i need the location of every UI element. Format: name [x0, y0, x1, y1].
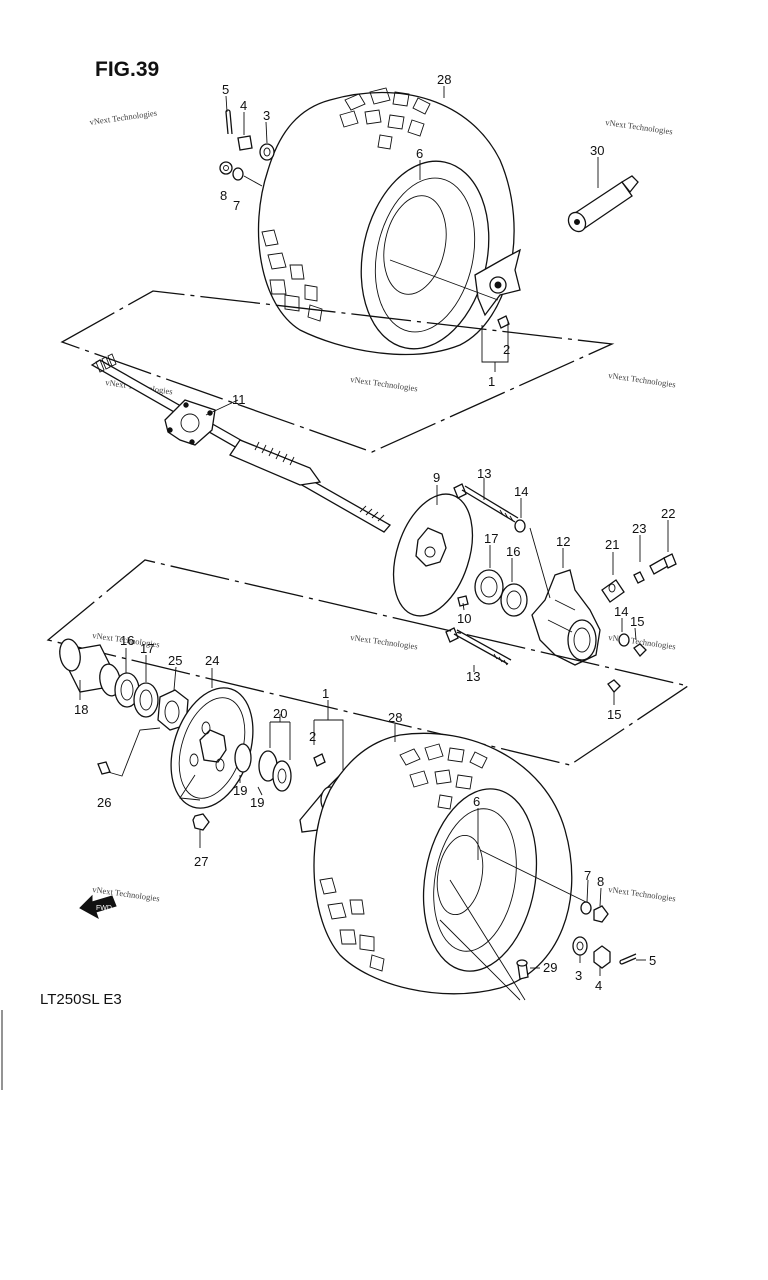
callout: 7 [584, 868, 591, 883]
valve-stem-tool [567, 175, 639, 233]
callout: 19 [233, 783, 247, 798]
callout: 16 [120, 633, 134, 648]
callout: 2 [503, 342, 510, 357]
spacer-18 [59, 638, 121, 697]
callout: 18 [74, 702, 88, 717]
axle-housing [531, 569, 601, 666]
washer-upper [514, 519, 526, 533]
model-code: LT250SL E3 [40, 991, 122, 1008]
callout: 15 [607, 707, 621, 722]
callout: 4 [595, 978, 602, 993]
callout: 3 [263, 108, 270, 123]
disc-bolt [457, 595, 469, 607]
top-hub-flange [474, 248, 521, 329]
callout: 13 [466, 669, 480, 684]
callout: 13 [477, 466, 491, 481]
callout: 23 [632, 521, 646, 536]
callout: 8 [220, 188, 227, 203]
rear-sprocket [170, 687, 254, 809]
nut-27 [192, 813, 210, 831]
callout: 30 [590, 143, 604, 158]
callout: 28 [437, 72, 451, 87]
callout: 21 [605, 537, 619, 552]
callout: 1 [488, 374, 495, 389]
callout: 8 [597, 874, 604, 889]
callout: 16 [506, 544, 520, 559]
callout: 17 [140, 641, 154, 656]
callout: 14 [514, 484, 528, 499]
bolt-26 [97, 761, 111, 775]
brake-disc [392, 493, 474, 617]
callout: 9 [433, 470, 440, 485]
figure-title: FIG.39 [95, 58, 159, 81]
callout: 11 [232, 392, 246, 407]
callout: 4 [240, 98, 247, 113]
callout: 24 [205, 653, 219, 668]
housing-clamp-parts [601, 553, 677, 693]
callout: 1 [322, 686, 329, 701]
watermark: vNext Technologies [608, 884, 677, 903]
callout: 28 [388, 710, 402, 725]
top-plane-outline [60, 290, 615, 453]
callout: 12 [556, 534, 570, 549]
callout: 5 [222, 82, 229, 97]
bearing-set-left [114, 672, 159, 718]
callout: 14 [614, 604, 628, 619]
bottom-tire [313, 732, 573, 995]
callout: 10 [457, 611, 471, 626]
watermark: vNext Technologies [608, 370, 677, 389]
watermark: vNext Technologies [89, 108, 158, 127]
top-nut-parts [219, 109, 275, 187]
forward-arrow-icon: FWD [79, 894, 117, 920]
callout: 25 [168, 653, 182, 668]
callout: 20 [273, 706, 287, 721]
rear-axle [90, 353, 392, 533]
forward-arrow-label: FWD [96, 905, 112, 912]
callout: 6 [473, 794, 480, 809]
callout: 15 [630, 614, 644, 629]
bearing-set-right [474, 569, 528, 617]
callout: 29 [543, 960, 557, 975]
callout: 7 [233, 198, 240, 213]
callout-numbers: 28 5 4 3 6 8 7 30 2 1 11 9 13 14 22 23 2… [74, 72, 675, 993]
watermark: vNext Technologies [605, 117, 674, 136]
callout: 2 [309, 729, 316, 744]
bottom-plane-outline [46, 559, 690, 766]
callout: 22 [661, 506, 675, 521]
watermark: vNext Technologies [350, 632, 419, 651]
callout: 6 [416, 146, 423, 161]
callout: 17 [484, 531, 498, 546]
top-tire [257, 87, 515, 356]
callout: 3 [575, 968, 582, 983]
leader-lines [79, 86, 669, 1001]
callout: 5 [649, 953, 656, 968]
watermark: vNext Technologies [350, 374, 419, 393]
bearing-set-20 [234, 743, 292, 792]
bottom-nut-parts [516, 901, 637, 980]
callout: 19 [250, 795, 264, 810]
long-bolt-upper [453, 483, 519, 523]
callout: 26 [97, 795, 111, 810]
callout: 27 [194, 854, 208, 869]
long-bolt-lower [445, 627, 512, 666]
